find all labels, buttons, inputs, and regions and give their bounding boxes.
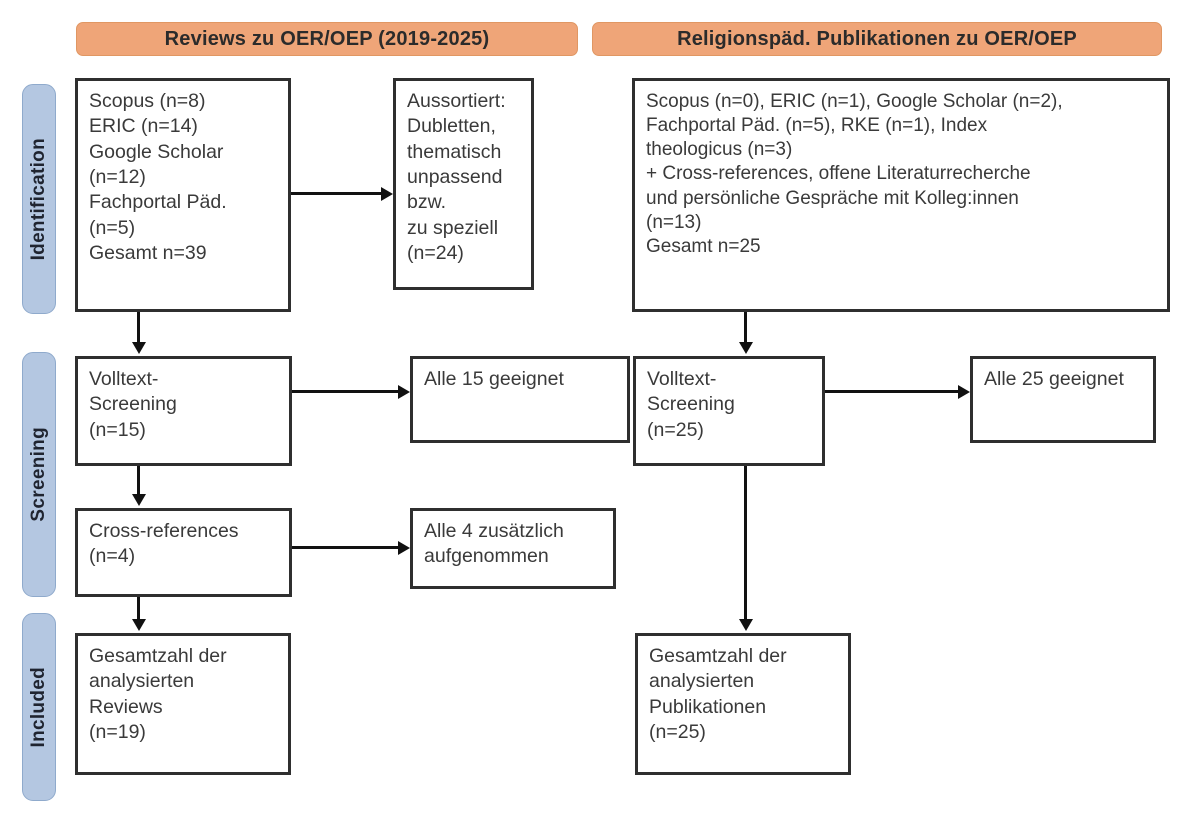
arrow-religionspaed-sources-to-screening (739, 342, 753, 354)
stage-label-included-text: Included (28, 666, 49, 748)
column-header-reviews: Reviews zu OER/OEP (2019-2025) (76, 22, 578, 56)
box-reviews-identification-sources: Scopus (n=8) ERIC (n=14) Google Scholar … (75, 78, 291, 312)
box-reviews-included-total: Gesamtzahl der analysierten Reviews (n=1… (75, 633, 291, 775)
box-reviews-fulltext-eligible: Alle 15 geeignet (410, 356, 630, 443)
box-religionspaed-included-total: Gesamtzahl der analysierten Publikatione… (635, 633, 851, 775)
box-religionspaed-identification-sources: Scopus (n=0), ERIC (n=1), Google Scholar… (632, 78, 1170, 312)
connector-religionspaed-screening-to-eligible (825, 390, 958, 393)
stage-label-identification-text: Identification (28, 137, 49, 261)
box-religionspaed-fulltext-eligible: Alle 25 geeignet (970, 356, 1156, 443)
box-religionspaed-fulltext-screening: Volltext- Screening (n=25) (633, 356, 825, 466)
box-reviews-fulltext-screening: Volltext- Screening (n=15) (75, 356, 292, 466)
connector-religionspaed-sources-to-screening (744, 312, 747, 344)
stage-label-identification: Identification (22, 84, 56, 314)
arrow-reviews-crossrefs-to-included-note (398, 541, 410, 555)
column-header-religionspaed: Religionspäd. Publikationen zu OER/OEP (592, 22, 1162, 56)
arrow-reviews-sources-to-excluded (381, 187, 393, 201)
arrow-religionspaed-screening-to-eligible (958, 385, 970, 399)
connector-reviews-screening-to-crossrefs (137, 466, 140, 496)
arrow-reviews-screening-to-eligible (398, 385, 410, 399)
stage-label-included: Included (22, 613, 56, 801)
box-reviews-cross-references: Cross-references (n=4) (75, 508, 292, 597)
stage-label-screening: Screening (22, 352, 56, 597)
box-reviews-excluded: Aussortiert: Dubletten, thematisch unpas… (393, 78, 534, 290)
connector-religionspaed-screening-to-total (744, 466, 747, 621)
arrow-reviews-sources-to-screening (132, 342, 146, 354)
arrow-religionspaed-screening-to-total (739, 619, 753, 631)
connector-reviews-screening-to-eligible (292, 390, 398, 393)
box-reviews-cross-references-included: Alle 4 zusätzlich aufgenommen (410, 508, 616, 589)
arrow-reviews-crossrefs-to-total (132, 619, 146, 631)
arrow-reviews-screening-to-crossrefs (132, 494, 146, 506)
connector-reviews-sources-to-excluded (291, 192, 381, 195)
connector-reviews-crossrefs-to-included-note (292, 546, 398, 549)
stage-label-screening-text: Screening (28, 427, 49, 522)
connector-reviews-crossrefs-to-total (137, 597, 140, 621)
connector-reviews-sources-to-screening (137, 312, 140, 344)
